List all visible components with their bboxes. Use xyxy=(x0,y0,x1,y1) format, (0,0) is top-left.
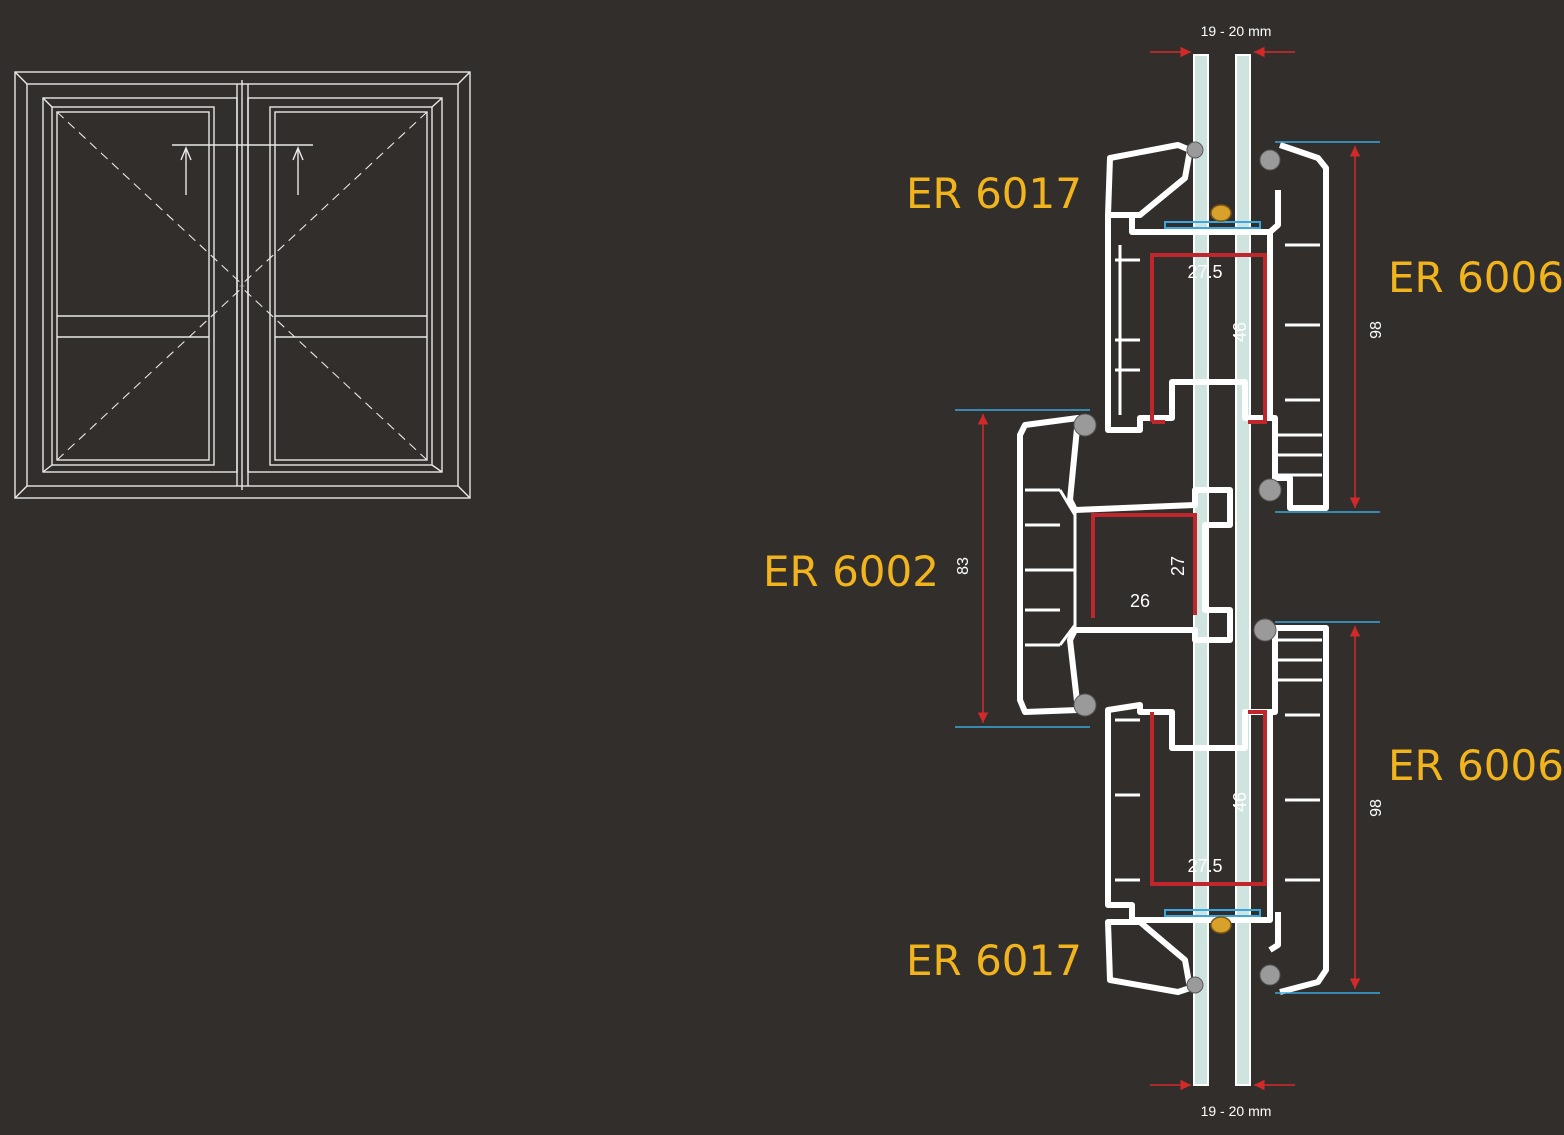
label-sash-top: ER 6017 xyxy=(906,169,1082,218)
profile-section: 19 - 20 mm 19 - 20 mm 98 98 83 27.5 46 2… xyxy=(763,23,1564,1119)
frame-top xyxy=(1270,145,1326,508)
frame-bottom xyxy=(1270,628,1326,992)
glazing-spacer-bottom xyxy=(1211,917,1231,933)
dim-reinf-top-height: 46 xyxy=(1230,322,1250,342)
dim-reinf-mullion-width: 26 xyxy=(1130,591,1150,611)
label-frame-top: ER 6006 xyxy=(1388,253,1564,302)
dim-height-bottom: 98 xyxy=(1368,799,1385,817)
window-elevation-drawing xyxy=(15,72,470,498)
dim-glass-top: 19 - 20 mm xyxy=(1201,23,1272,39)
glazing-spacer-top xyxy=(1211,205,1231,221)
dim-reinf-bottom-height: 46 xyxy=(1230,792,1250,812)
dim-glass-bottom: 19 - 20 mm xyxy=(1201,1103,1272,1119)
label-mullion: ER 6002 xyxy=(763,547,939,596)
dim-reinf-mullion-height: 27 xyxy=(1168,556,1188,576)
dim-height-mullion: 83 xyxy=(955,557,972,575)
dim-reinf-bottom-width: 27.5 xyxy=(1187,856,1222,876)
dim-height-top: 98 xyxy=(1368,321,1385,339)
label-sash-bottom: ER 6017 xyxy=(906,936,1082,985)
label-frame-bottom: ER 6006 xyxy=(1388,741,1564,790)
dim-reinf-top-width: 27.5 xyxy=(1187,262,1222,282)
